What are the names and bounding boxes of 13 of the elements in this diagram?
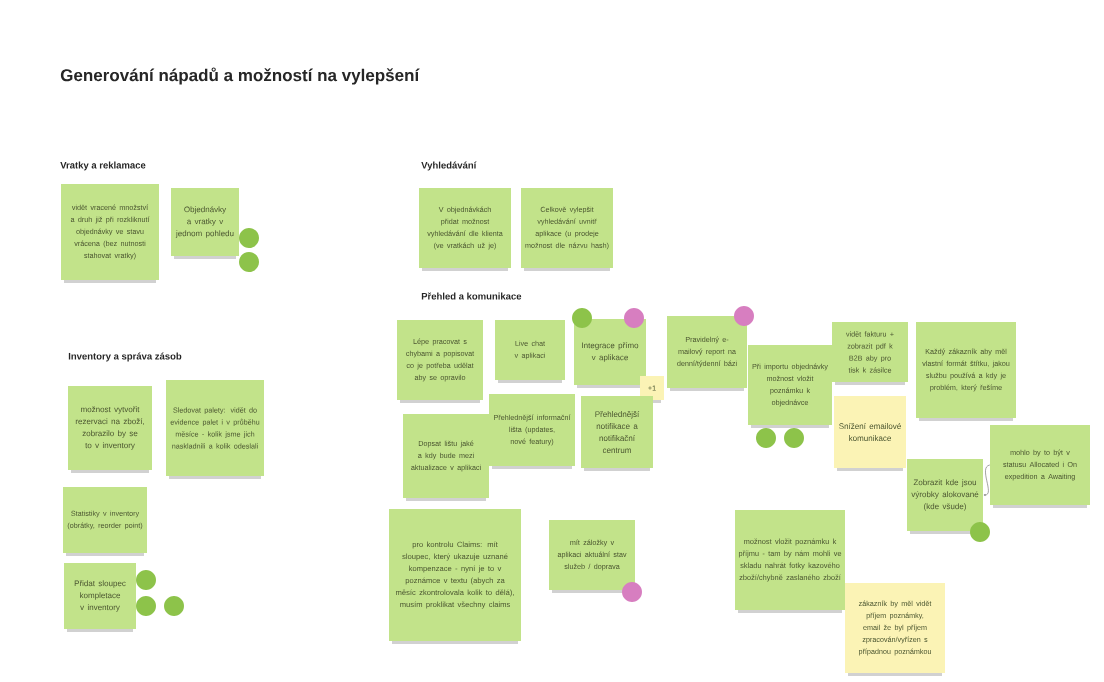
- sticky-note: Zobrazit kde jsou výrobky alokované (kde všude): [907, 459, 983, 534]
- section-heading: Inventory a správa zásob: [68, 352, 182, 362]
- sticky-note: možnost vytvořit rezervaci na zboží, zobrazilo by se to v inventory: [68, 386, 152, 473]
- sticky-note: Přidat sloupec kompletace v inventory: [64, 563, 136, 632]
- sticky-note: Přehlednější notifikace a notifikační centrum: [581, 396, 653, 471]
- sticky-note: Snížení emailové komunikace: [834, 396, 906, 471]
- section-heading: Vratky a reklamace: [60, 161, 146, 171]
- sticky-note: Integrace přímo v aplikace: [574, 319, 646, 388]
- section-heading: Přehled a komunikace: [421, 292, 522, 300]
- sticky-note: Objednávky a vratky v jednom pohledu: [171, 188, 239, 259]
- section-heading: Vyhledávání: [421, 161, 477, 171]
- connector-line: [983, 464, 991, 496]
- diagram-title: Generování nápadů a možností na vylepšení: [60, 67, 420, 85]
